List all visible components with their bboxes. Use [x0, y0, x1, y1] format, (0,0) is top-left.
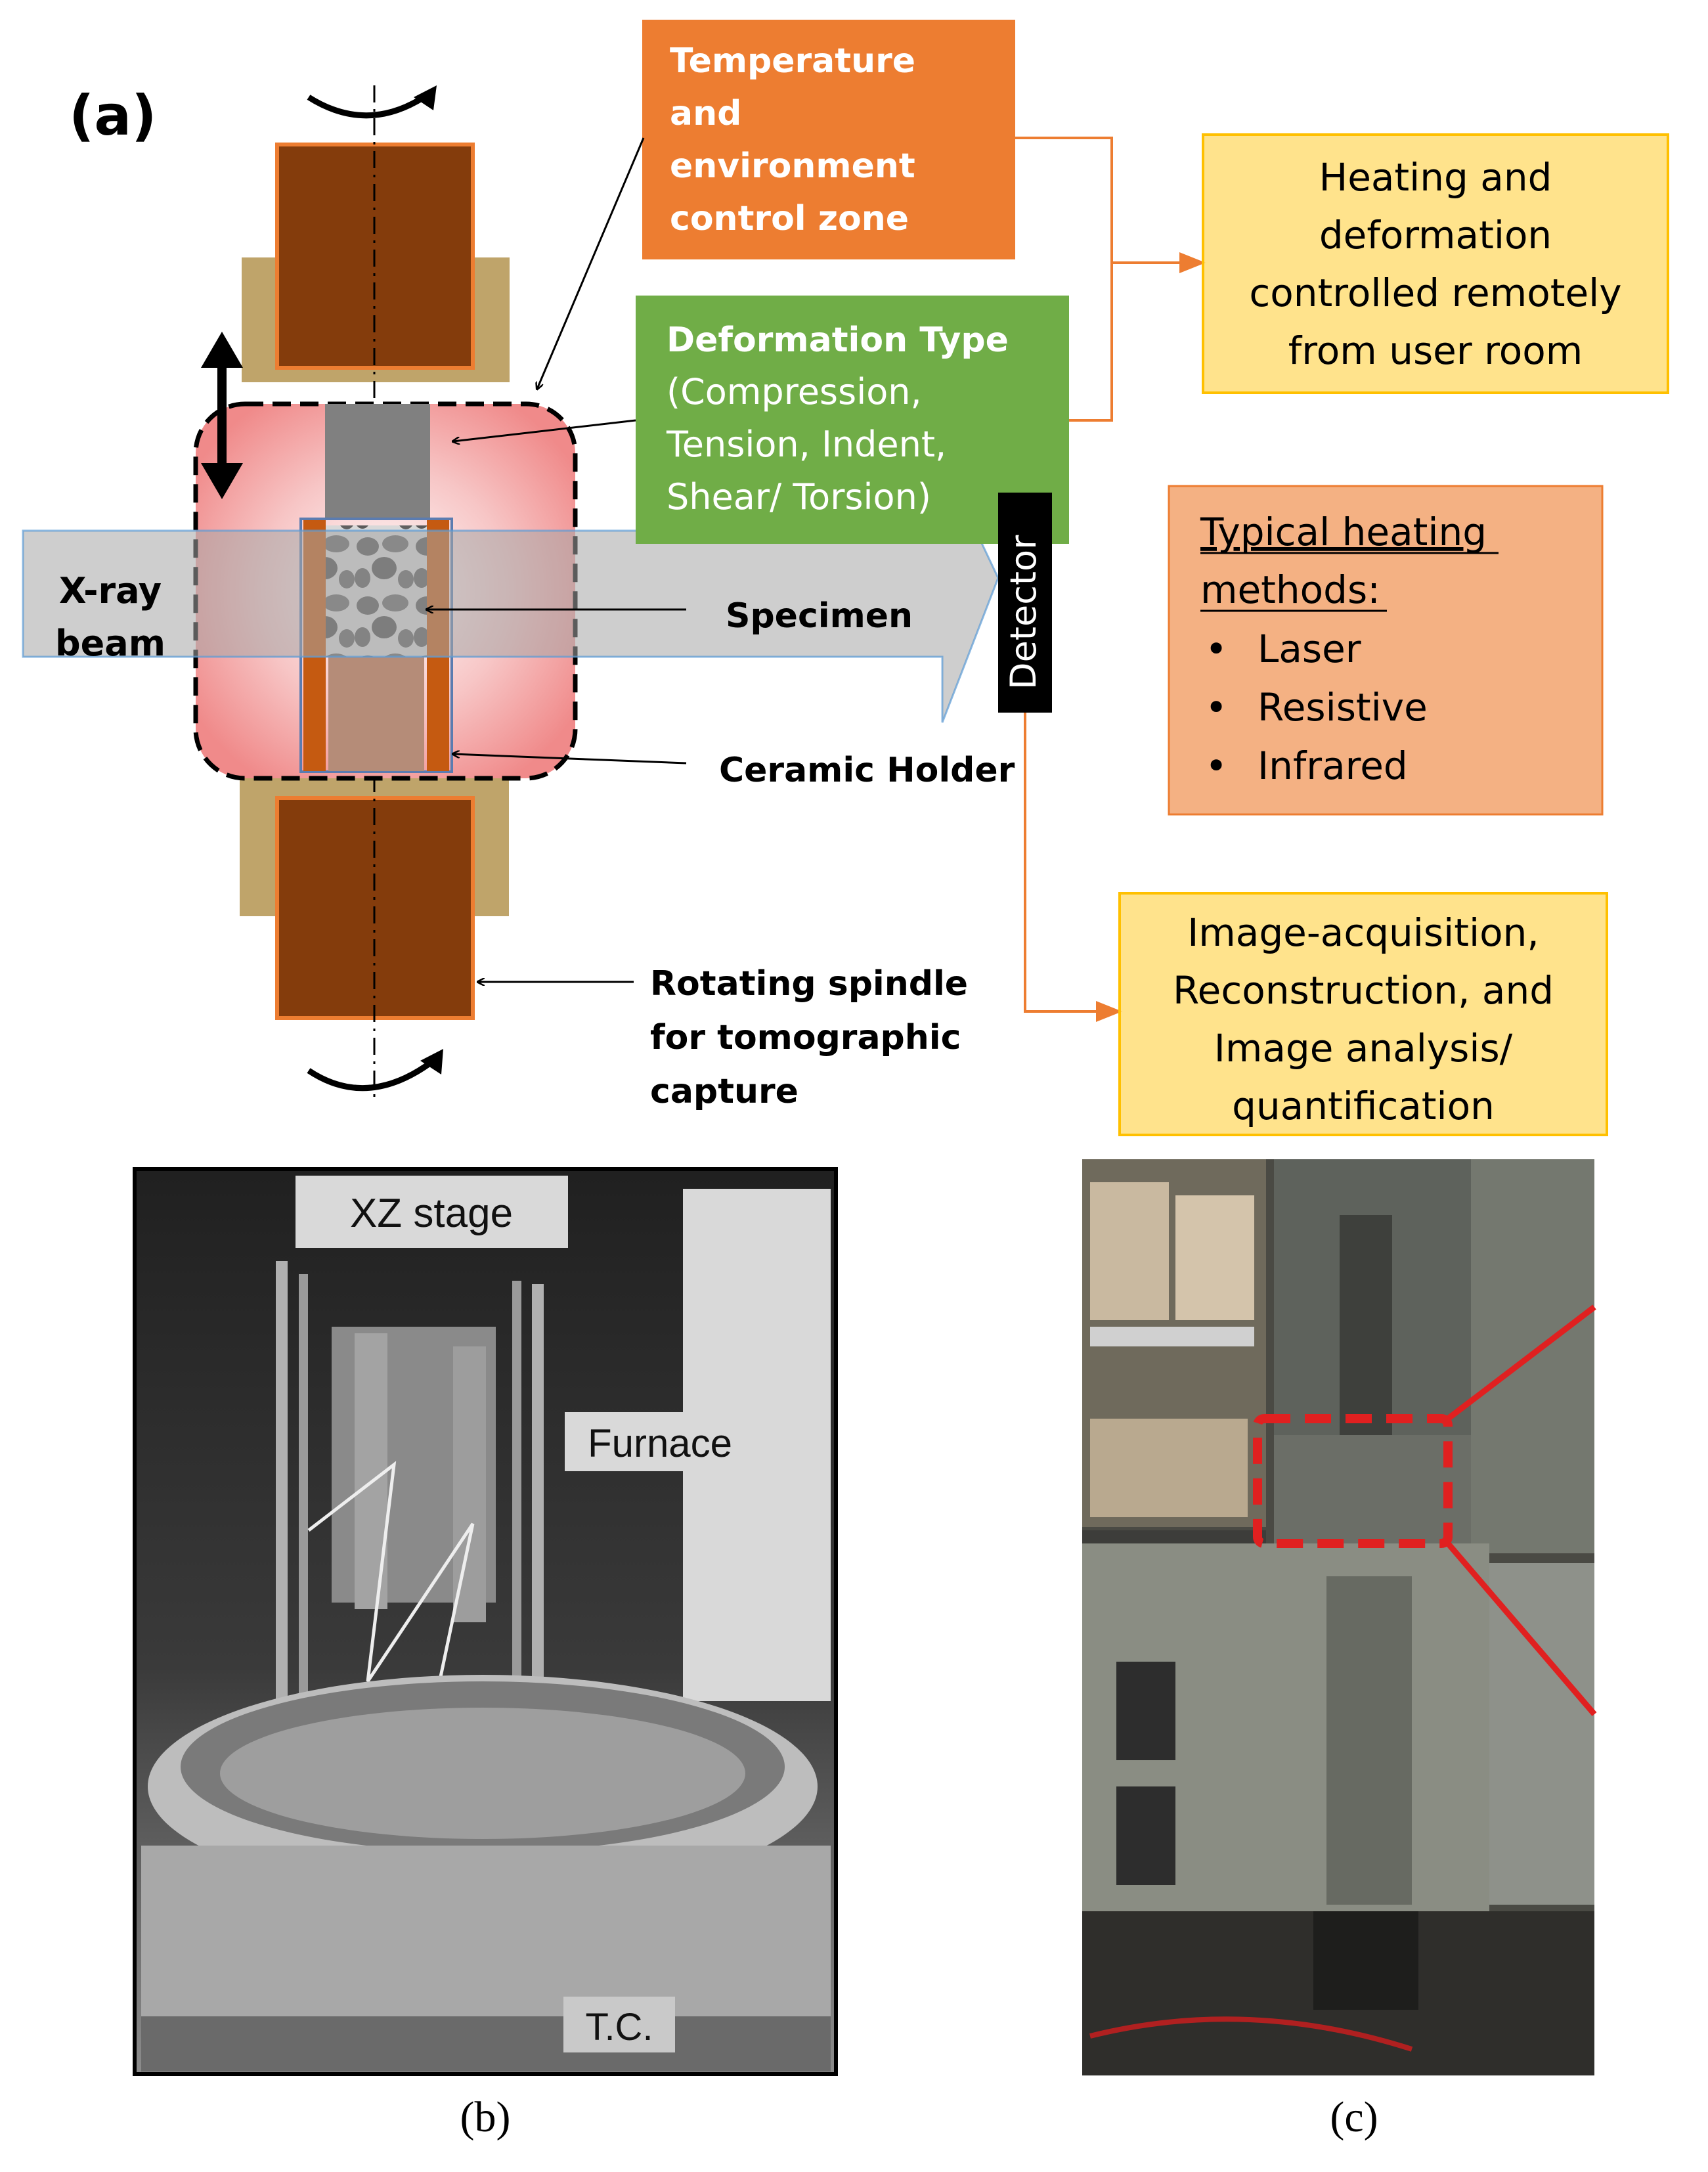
- box-2: [1175, 1195, 1254, 1320]
- base-plate: [220, 1708, 745, 1839]
- heating-title-line2: methods:: [1200, 567, 1380, 612]
- detector-bar: [998, 493, 1052, 713]
- spindle-label-line1: Rotating spindle: [650, 964, 968, 1004]
- shelf-1: [1090, 1327, 1254, 1346]
- bottom-fittings: [141, 2016, 831, 2072]
- panel-c-label: (c): [1330, 2093, 1378, 2141]
- highlight-line-lower: [1445, 1541, 1597, 1716]
- deformation-title: Deformation Type: [667, 321, 1009, 360]
- heating-methods-box: [1168, 485, 1604, 816]
- temperature-box: [642, 20, 1015, 259]
- rod-right: [512, 1281, 521, 1740]
- bullet-icon: •: [1205, 685, 1227, 730]
- xray-label-line2: beam: [55, 623, 165, 664]
- control-switch-1: [1116, 1662, 1175, 1760]
- xz-stage-label: XZ stage: [350, 1191, 513, 1236]
- image-line1: Image-acquisition,: [1187, 910, 1539, 955]
- remote-line1: Heating and: [1319, 155, 1552, 200]
- furnace-plate-2: [453, 1346, 486, 1622]
- panel-a-label: (a): [69, 83, 156, 148]
- right-panel: [1489, 1563, 1594, 1905]
- specimen-label: Specimen: [726, 596, 913, 636]
- panel-a: (a) X-ray beam Specimen: [22, 20, 1669, 1136]
- arrowhead-up-icon: [201, 332, 243, 368]
- rotation-arrowhead-bottom-icon: [420, 1049, 443, 1075]
- deformation-line2: Tension, Indent,: [666, 424, 946, 465]
- deformation-box: [636, 296, 1069, 544]
- heating-item-infrared: Infrared: [1258, 743, 1408, 788]
- panel-b: XZ stage Furnace T.C. (b): [133, 1167, 838, 2141]
- remote-control-box: [1202, 133, 1669, 394]
- detector-label: Detector: [1003, 535, 1044, 690]
- rotation-arrow-bottom-icon: [307, 1058, 435, 1092]
- upper-grip: [1340, 1215, 1392, 1465]
- deformation-leader: [453, 419, 636, 441]
- furnace-label-box: [565, 1412, 755, 1471]
- lower-grip: [1326, 1576, 1412, 1905]
- tc-label: T.C.: [585, 2006, 653, 2049]
- spindle-label-line3: capture: [650, 1072, 799, 1111]
- heating-title-line1: Typical heating: [1200, 510, 1487, 554]
- temperature-leader: [537, 137, 645, 389]
- panel-c: (c): [1082, 1159, 1597, 2141]
- highlight-line-upper: [1446, 1304, 1596, 1421]
- tc-label-box: [563, 1997, 675, 2052]
- deformation-line3: Shear/ Torsion): [667, 476, 931, 518]
- rod-left: [276, 1261, 288, 1773]
- xray-label-line1: X-ray: [59, 570, 162, 611]
- image-line3: Image analysis/: [1214, 1026, 1513, 1071]
- connector-to-remote: [1015, 137, 1113, 422]
- temperature-line2: and: [670, 94, 741, 133]
- rotation-arrowhead-top-icon: [414, 85, 437, 110]
- highlight-zone: [1253, 1414, 1453, 1548]
- spindle-label-line2: for tomographic: [650, 1018, 961, 1057]
- heating-item-laser: Laser: [1258, 627, 1361, 671]
- lower-piston: [328, 657, 424, 771]
- bullet-icon: •: [1205, 627, 1227, 671]
- image-analysis-box: [1118, 892, 1608, 1136]
- temperature-line4: control zone: [670, 199, 909, 238]
- rotation-arrow-top-icon: [307, 93, 429, 119]
- remote-line2: deformation: [1319, 213, 1552, 257]
- control-switch-2: [1116, 1786, 1175, 1885]
- thermocouple-wires: [307, 1461, 475, 1774]
- arrowhead-down-icon: [201, 463, 243, 499]
- cable-red: [1089, 2016, 1413, 2052]
- panel-b-label: (b): [460, 2093, 511, 2141]
- ceramic-holder-label: Ceramic Holder: [719, 751, 1015, 790]
- deformation-line1: (Compression,: [667, 371, 922, 412]
- rod-left-2: [299, 1274, 308, 1760]
- load-cell: [1313, 1911, 1418, 2010]
- box-3: [1090, 1419, 1248, 1517]
- image-line4: quantification: [1232, 1084, 1495, 1128]
- heating-item-resistive: Resistive: [1258, 685, 1428, 730]
- ceramic-holder-leader: [453, 754, 687, 765]
- remote-line3: controlled remotely: [1249, 271, 1621, 315]
- box-1: [1090, 1182, 1169, 1320]
- image-line2: Reconstruction, and: [1173, 968, 1554, 1013]
- temperature-line3: environment: [670, 146, 915, 186]
- furnace-label: Furnace: [588, 1421, 732, 1465]
- bullet-icon: •: [1205, 743, 1227, 788]
- connector-to-image-box: [1024, 713, 1116, 1013]
- xz-stage-label-box: [296, 1176, 568, 1248]
- specimen-region: [1274, 1435, 1471, 1547]
- flange-rim: [141, 1846, 831, 2016]
- upper-ram: [325, 404, 430, 519]
- remote-line4: from user room: [1288, 328, 1583, 373]
- temperature-line1: Temperature: [670, 41, 915, 81]
- rod-right-2: [532, 1284, 544, 1757]
